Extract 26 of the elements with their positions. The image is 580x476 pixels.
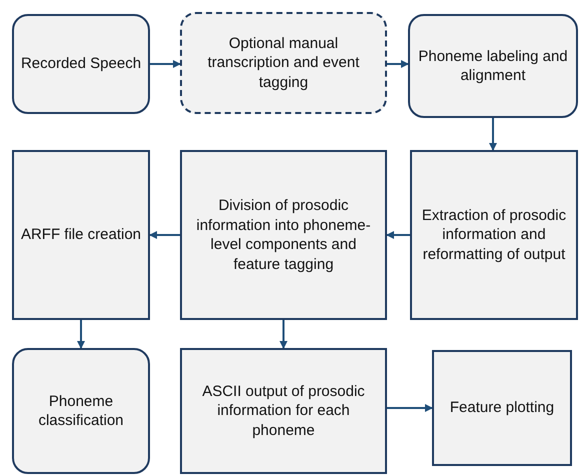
process-box: [12, 150, 150, 320]
arrow: [387, 60, 409, 68]
process-box: [12, 348, 150, 474]
box-text: Recorded Speech: [20, 54, 142, 74]
arrow: [387, 404, 433, 412]
process-box: [408, 14, 578, 118]
arrow: [280, 320, 288, 349]
process-box: [180, 150, 387, 320]
box-text: Division of prosodic information into phoneme-level components and feature tagging: [195, 196, 372, 274]
arrow: [386, 231, 410, 239]
arrow: [149, 231, 180, 239]
box-text: Extraction of prosodic information and reformatting of output: [420, 206, 568, 264]
process-box: [180, 348, 387, 474]
process-box: [410, 150, 578, 320]
box-text: ARFF file creation: [20, 225, 142, 245]
process-box: [12, 14, 150, 114]
process-box: [432, 350, 572, 466]
box-text: ASCII output of prosodic information for each phoneme: [201, 382, 366, 440]
box-text: Phoneme labeling and alignment: [417, 46, 569, 86]
arrow: [150, 60, 181, 68]
arrow: [489, 118, 497, 151]
process-box: [180, 12, 387, 114]
box-text: Feature plotting: [450, 398, 554, 418]
arrow: [77, 320, 85, 349]
box-text: Phoneme classification: [37, 392, 125, 430]
box-text: Optional manual transcription and event tagging: [206, 34, 360, 92]
